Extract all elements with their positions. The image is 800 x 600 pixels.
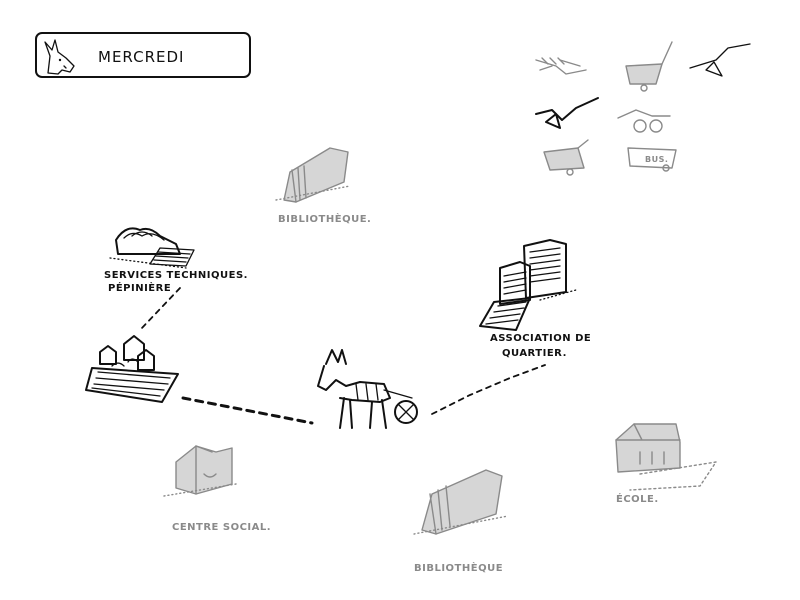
wheelbarrow-icon bbox=[625, 41, 673, 92]
library-top-label: BIBLIOTHÈQUE. bbox=[278, 212, 371, 225]
library-bottom-illustration bbox=[413, 469, 509, 535]
library-top-illustration bbox=[275, 147, 351, 203]
donkey-cart-illustration bbox=[317, 349, 418, 429]
donkey-head-icon bbox=[44, 39, 75, 75]
bus-label: BUS. bbox=[645, 155, 668, 164]
library-bottom-label: BIBLIOTHÈQUE bbox=[414, 561, 503, 574]
greenhouse-illustration bbox=[109, 227, 195, 269]
rake-icon bbox=[689, 43, 751, 77]
title-box: MERCREDI bbox=[35, 32, 251, 78]
page-title: MERCREDI bbox=[98, 48, 184, 66]
social-centre-label: CENTRE SOCIAL. bbox=[172, 522, 271, 533]
association-label-2: QUARTIER. bbox=[502, 348, 567, 359]
leaf-blower-icon bbox=[535, 97, 599, 129]
social-centre-illustration bbox=[163, 445, 237, 497]
school-label: ÉCOLE. bbox=[616, 492, 659, 505]
school-illustration bbox=[615, 423, 717, 491]
association-label-1: ASSOCIATION DE bbox=[490, 333, 591, 344]
services-techniques-label-1: SERVICES TECHNIQUES. bbox=[104, 270, 248, 281]
route-lines bbox=[139, 287, 546, 425]
lawn-roller-icon bbox=[617, 109, 671, 133]
services-techniques-label-2: PÉPINIÈRE bbox=[108, 281, 171, 294]
route-donkey-to-association bbox=[431, 364, 546, 415]
bus-icon bbox=[627, 147, 677, 172]
association-buildings-illustration bbox=[479, 239, 577, 331]
hedge-trimmer-icon bbox=[535, 57, 587, 75]
tools-cluster: BUS. bbox=[535, 41, 751, 176]
cart-icon bbox=[543, 139, 589, 176]
garden-houses-illustration bbox=[85, 335, 179, 403]
route-garden-to-donkey bbox=[181, 396, 314, 425]
route-services-to-garden bbox=[139, 287, 181, 331]
